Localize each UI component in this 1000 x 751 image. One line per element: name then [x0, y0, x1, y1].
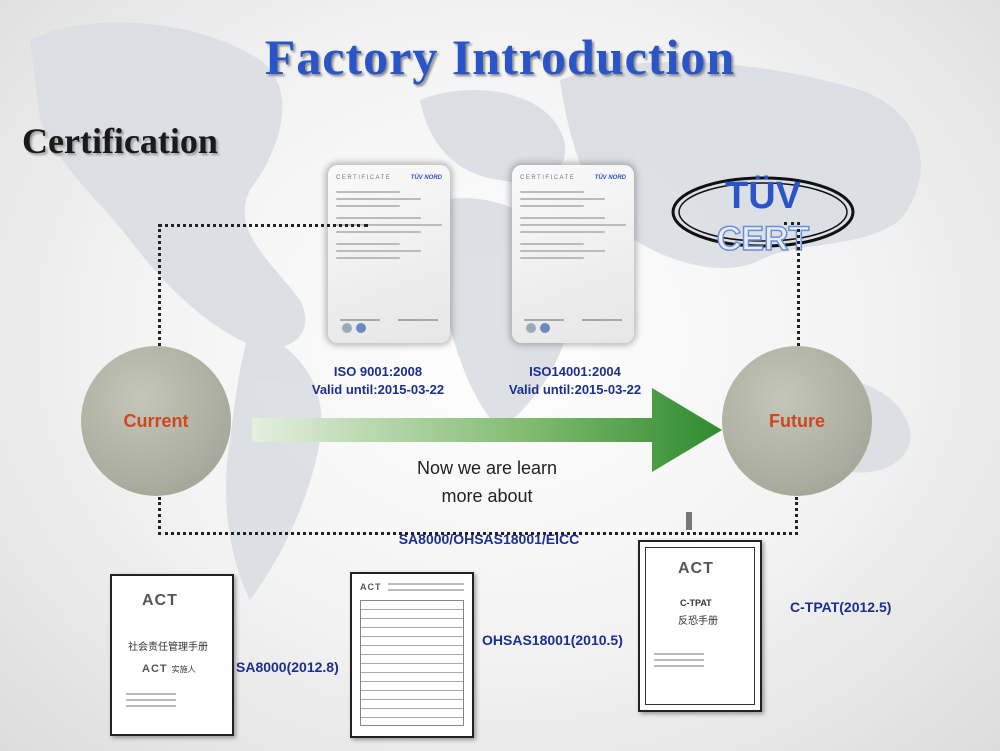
tuv-cert-logo: TÜV CERT [671, 174, 855, 259]
iso9001-standard: ISO 9001:2008 [333, 364, 423, 379]
target-standards: SA8000/OHSAS18001/EICC [398, 531, 580, 547]
ctpat-title-en: C-TPAT [680, 598, 712, 608]
act-sub-logo: ACT [142, 663, 168, 675]
future-circle: Future [722, 346, 872, 496]
iso9001-certificate-image: CERTIFICATE TÜV NORD [328, 165, 450, 343]
ctpat-title-cn: 反恐手册 [678, 616, 718, 627]
manual-sub-cn: 实施人 [171, 664, 196, 674]
iso14001-caption: ISO14001:2004 Valid until:2015-03-22 [494, 363, 656, 399]
learning-line-1: Now we are learn [416, 458, 558, 478]
ctpat-label: C-TPAT(2012.5) [790, 599, 892, 615]
progress-arrow [252, 388, 722, 472]
manual-title-cn: 社会责任管理手册 [128, 642, 208, 653]
current-label: Current [123, 410, 189, 431]
sa8000-label: SA8000(2012.8) [236, 659, 339, 675]
section-title: Certification [22, 121, 218, 161]
sa8000-manual-image: ACT 社会责任管理手册 ACT 实施人 [110, 574, 234, 736]
ohsas18001-label: OHSAS18001(2010.5) [482, 632, 623, 648]
act-logo: ACT [142, 592, 178, 609]
dotted-connector-bottom [158, 497, 798, 535]
iso14001-validity: Valid until:2015-03-22 [508, 382, 642, 397]
ohsas18001-form-image: ACT [350, 572, 474, 738]
dotted-connector-top-left [158, 224, 368, 346]
certificate-word: CERTIFICATE [520, 175, 576, 181]
act-logo: ACT [360, 582, 382, 592]
iso9001-validity: Valid until:2015-03-22 [311, 382, 445, 397]
dotted-connector-top-right [784, 222, 800, 364]
tuv-logo-top: TÜV [725, 174, 802, 217]
tuv-nord-brand: TÜV NORD [594, 175, 626, 181]
learning-statement: Now we are learn more about [380, 454, 594, 510]
future-label: Future [769, 410, 825, 431]
current-circle: Current [81, 346, 231, 496]
learning-line-2: more about [441, 486, 533, 506]
tuv-logo-bottom: CERT [717, 220, 810, 258]
ctpat-manual-image: ACT C-TPAT 反恐手册 [638, 540, 762, 712]
iso9001-caption: ISO 9001:2008 Valid until:2015-03-22 [298, 363, 458, 399]
act-logo: ACT [678, 560, 714, 577]
page-title: Factory Introduction [264, 29, 736, 85]
iso14001-standard: ISO14001:2004 [529, 364, 621, 379]
iso14001-certificate-image: CERTIFICATE TÜV NORD [512, 165, 634, 343]
certificate-word: CERTIFICATE [336, 175, 392, 181]
document-tab-marker [686, 512, 692, 530]
tuv-nord-brand: TÜV NORD [410, 175, 442, 181]
